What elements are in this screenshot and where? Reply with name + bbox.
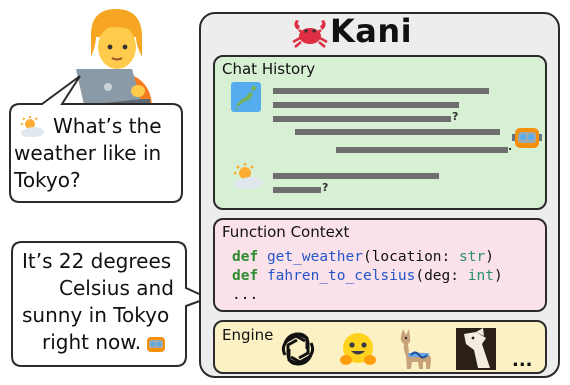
function-name: fahren_to_celsius	[266, 268, 416, 284]
person-laptop-icon	[76, 9, 152, 105]
function-name: get_weather	[266, 249, 363, 265]
code-line-fahren-to-celsius: def fahren_to_celsius(deg: int)	[232, 268, 503, 284]
code-type: int	[467, 268, 494, 284]
function-context-label: Function Context	[222, 223, 350, 241]
robot-icon	[147, 337, 165, 352]
engine-label: Engine	[222, 326, 274, 344]
robot-icon	[512, 128, 542, 148]
user-bubble-line-1: What’s the	[53, 114, 162, 138]
llama-icon	[400, 329, 431, 369]
reply-bubble-line-4: right now.	[42, 330, 142, 354]
chat-question-mark: ?	[452, 110, 459, 123]
chat-line	[273, 173, 439, 179]
kani-title: Kani	[330, 12, 413, 50]
chat-period: .	[508, 140, 513, 153]
chat-question-mark: ?	[322, 181, 329, 194]
chat-line	[273, 88, 489, 94]
sun-cloud-icon	[234, 163, 263, 189]
chat-line	[295, 129, 500, 135]
chat-line	[273, 102, 459, 108]
chat-line	[273, 187, 321, 193]
crab-icon	[292, 20, 328, 48]
code-keyword: def	[232, 249, 259, 265]
code-params: (deg:	[415, 268, 468, 284]
chat-line	[336, 147, 508, 153]
reply-bubble-line-3: sunny in Tokyo	[22, 303, 170, 327]
sun-cloud-icon	[21, 116, 44, 137]
user-bubble-line-3: Tokyo?	[14, 168, 81, 192]
code-close: )	[493, 268, 503, 284]
code-close: )	[485, 249, 494, 265]
code-keyword: def	[232, 268, 259, 284]
chat-line	[273, 116, 451, 122]
reply-speech-bubble	[11, 241, 211, 367]
function-context-panel	[213, 218, 547, 312]
hugging-face-icon	[340, 333, 376, 365]
code-line-get-weather: def get_weather(location: str)	[232, 249, 494, 265]
code-ellipsis: ...	[232, 287, 259, 303]
code-type: str	[459, 249, 486, 265]
code-params: (location:	[362, 249, 459, 265]
dog-logo-icon	[456, 328, 496, 370]
japan-map-icon	[231, 82, 261, 112]
more-engines-ellipsis: ...	[512, 350, 533, 371]
openai-icon	[281, 332, 315, 366]
chat-history-label: Chat History	[222, 60, 316, 78]
user-speech-bubble	[9, 75, 183, 203]
reply-bubble-line-2: Celsius and	[59, 276, 174, 300]
reply-bubble-line-1: It’s 22 degrees	[22, 249, 172, 273]
user-bubble-line-2: weather like in	[14, 141, 162, 165]
